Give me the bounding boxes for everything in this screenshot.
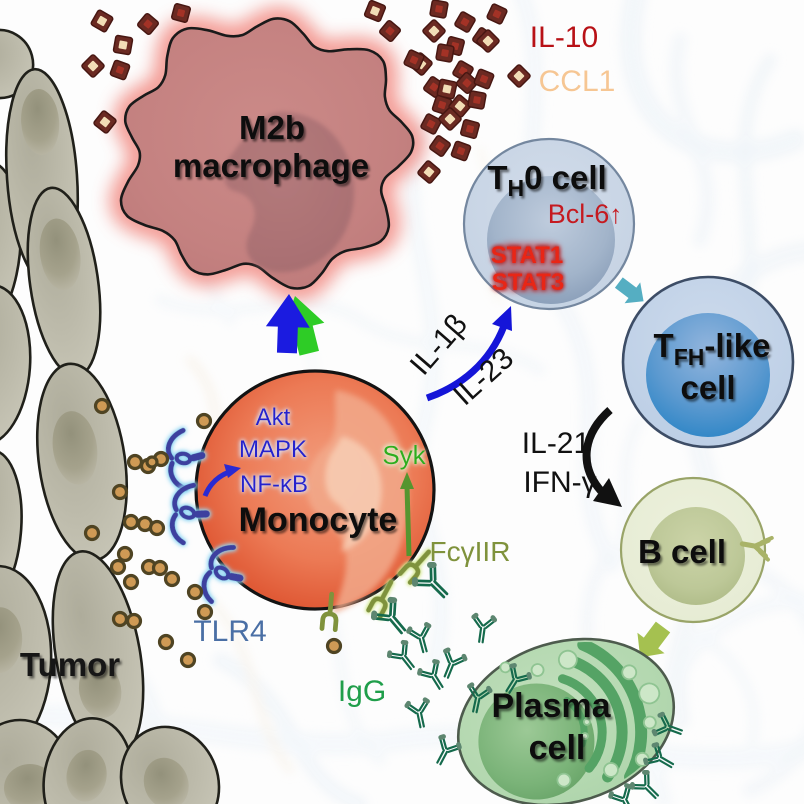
svg-text:IFN-γ: IFN-γ	[523, 466, 596, 499]
svg-text:M2b: M2b	[239, 109, 305, 146]
svg-text:FcγIIR: FcγIIR	[430, 536, 511, 567]
svg-text:STAT1: STAT1	[491, 242, 563, 269]
svg-text:Monocyte: Monocyte	[239, 501, 398, 539]
svg-text:TLR4: TLR4	[193, 615, 266, 648]
svg-text:Bcl-6↑: Bcl-6↑	[548, 199, 623, 229]
svg-text:B cell: B cell	[638, 533, 726, 570]
svg-text:MAPK: MAPK	[239, 436, 307, 463]
svg-text:Tumor: Tumor	[20, 646, 120, 683]
svg-text:Plasma: Plasma	[491, 687, 611, 725]
svg-text:cell: cell	[680, 369, 735, 406]
svg-text:STAT3: STAT3	[492, 269, 564, 296]
svg-text:TH0 cell: TH0 cell	[487, 159, 606, 201]
svg-text:IL-10: IL-10	[530, 21, 598, 54]
svg-text:TFH-like: TFH-like	[654, 327, 771, 370]
svg-text:Syk: Syk	[382, 440, 426, 470]
svg-text:IL-21: IL-21	[522, 427, 590, 460]
svg-text:cell: cell	[529, 729, 586, 767]
svg-text:Akt: Akt	[256, 404, 291, 431]
svg-text:NF-κB: NF-κB	[240, 471, 308, 498]
svg-text:macrophage: macrophage	[173, 147, 369, 184]
svg-text:CCL1: CCL1	[539, 65, 616, 98]
svg-text:IgG: IgG	[338, 675, 386, 708]
